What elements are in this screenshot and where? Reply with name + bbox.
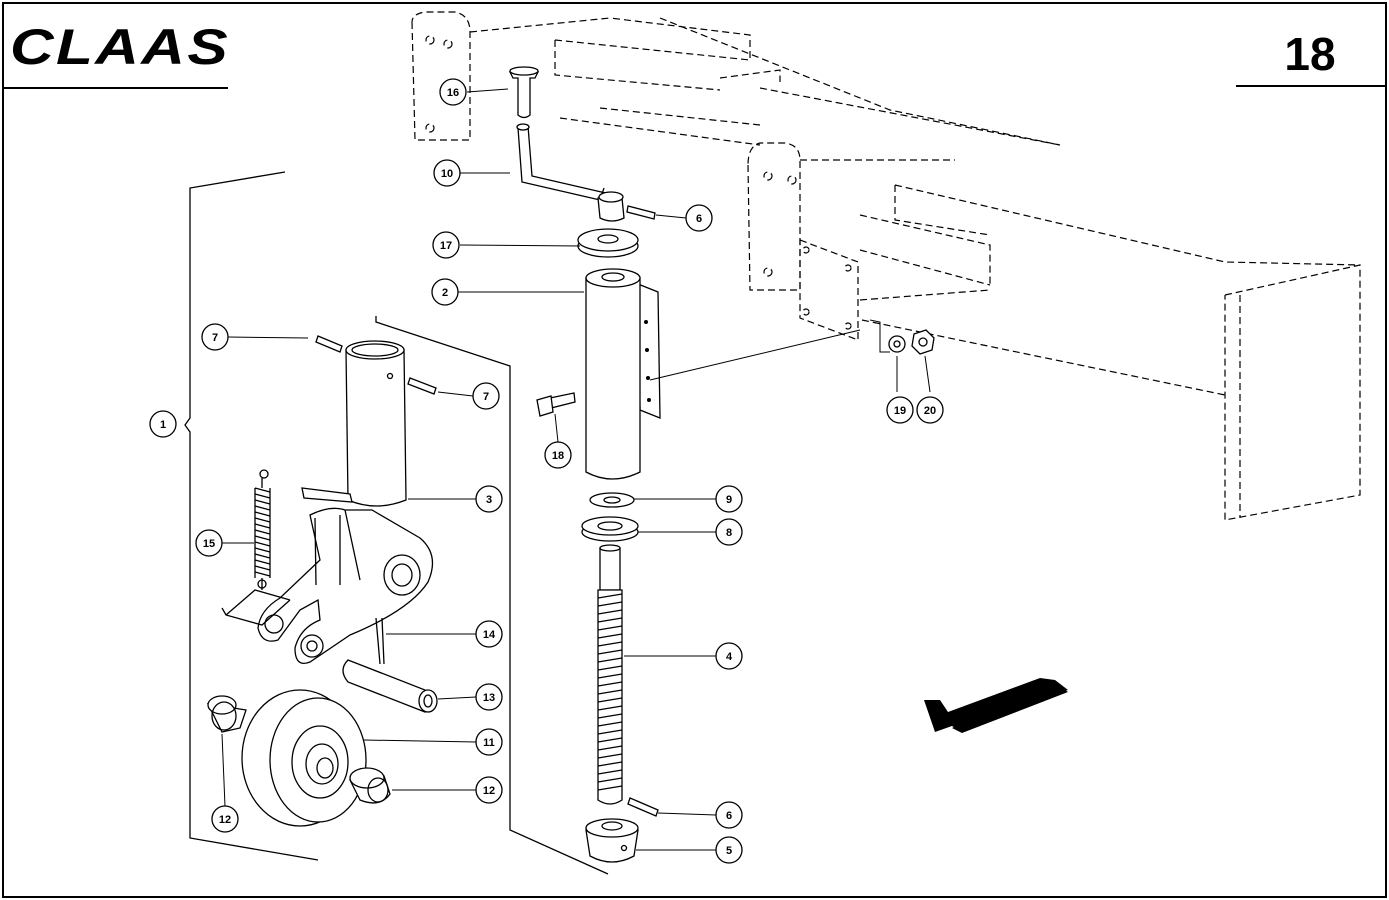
callout-7-top: 7 <box>201 323 229 351</box>
callout-7-side: 7 <box>472 382 500 410</box>
direction-arrow-icon <box>924 678 1068 733</box>
svg-text:7: 7 <box>483 391 489 403</box>
svg-text:8: 8 <box>726 527 732 539</box>
callout-10: 10 <box>433 159 461 187</box>
outer-tube-2 <box>585 268 661 480</box>
washer-9 <box>589 492 635 508</box>
callout-2: 2 <box>431 278 459 306</box>
callout-15: 15 <box>195 529 223 557</box>
callout-3: 3 <box>475 485 503 513</box>
svg-text:20: 20 <box>924 405 936 417</box>
svg-text:12: 12 <box>483 785 495 797</box>
svg-text:3: 3 <box>486 494 492 506</box>
roll-pin-6-bottom <box>627 797 659 817</box>
callout-5: 5 <box>715 836 743 864</box>
callout-19: 19 <box>886 396 914 424</box>
callout-13: 13 <box>475 683 503 711</box>
svg-text:9: 9 <box>726 494 732 506</box>
callout-18: 18 <box>544 441 572 469</box>
svg-text:5: 5 <box>726 845 732 857</box>
callout-8: 8 <box>715 518 743 546</box>
bearing-8 <box>581 516 639 542</box>
svg-text:12: 12 <box>219 814 231 826</box>
fork-bracket <box>221 487 434 665</box>
callouts: 16 10 6 17 2 7 7 1 18 19 20 3 9 8 15 14 … <box>149 78 944 864</box>
svg-text:10: 10 <box>441 168 453 180</box>
callout-20: 20 <box>916 396 944 424</box>
svg-text:18: 18 <box>552 450 564 462</box>
pin-top <box>508 66 540 119</box>
roll-pin-7-side <box>407 377 437 395</box>
page-number-block: 18 <box>1236 28 1386 87</box>
svg-text:4: 4 <box>726 651 733 663</box>
wheel-11 <box>241 689 367 827</box>
spindle-4 <box>597 544 623 805</box>
roll-pin-7-top <box>315 335 343 353</box>
callout-6-top: 6 <box>685 204 713 232</box>
callout-12-left: 12 <box>211 805 239 833</box>
svg-text:15: 15 <box>203 538 215 550</box>
page-number: 18 <box>1284 28 1335 80</box>
crank-handle <box>516 123 625 222</box>
callout-9: 9 <box>715 485 743 513</box>
brand-logo: CLAAS <box>3 19 230 89</box>
svg-text:14: 14 <box>483 629 496 641</box>
callout-1: 1 <box>149 410 177 438</box>
svg-text:11: 11 <box>483 737 495 749</box>
svg-text:7: 7 <box>212 332 218 344</box>
callout-4: 4 <box>715 642 743 670</box>
bolt-18 <box>536 392 576 417</box>
callout-17: 17 <box>432 231 460 259</box>
bushing-12-left <box>206 695 247 733</box>
svg-text:2: 2 <box>442 287 448 299</box>
svg-text:13: 13 <box>483 692 495 704</box>
machine-frame <box>411 11 1361 521</box>
nut-20 <box>911 329 935 355</box>
logo-text: CLAAS <box>10 19 230 75</box>
spring-15 <box>254 469 271 590</box>
svg-text:6: 6 <box>726 810 732 822</box>
svg-text:6: 6 <box>696 213 702 225</box>
callout-6-bottom: 6 <box>715 801 743 829</box>
svg-text:16: 16 <box>447 87 459 99</box>
roll-pin-6-top <box>626 205 656 220</box>
svg-text:19: 19 <box>894 405 906 417</box>
callout-16: 16 <box>439 78 467 106</box>
washer-19 <box>888 335 906 353</box>
svg-text:1: 1 <box>160 419 166 431</box>
callout-14: 14 <box>475 620 503 648</box>
foot-nut-5 <box>585 818 639 863</box>
leader-lines <box>221 88 931 851</box>
thrust-washer-17 <box>577 228 639 258</box>
axle-13 <box>342 659 438 713</box>
bushing-12-right <box>349 767 391 804</box>
callout-12-right: 12 <box>475 776 503 804</box>
svg-text:17: 17 <box>440 240 452 252</box>
inner-tube-3 <box>345 340 407 507</box>
split-pin-14 <box>375 617 385 665</box>
assembly-bracket-1 <box>184 171 609 875</box>
callout-11: 11 <box>475 728 503 756</box>
